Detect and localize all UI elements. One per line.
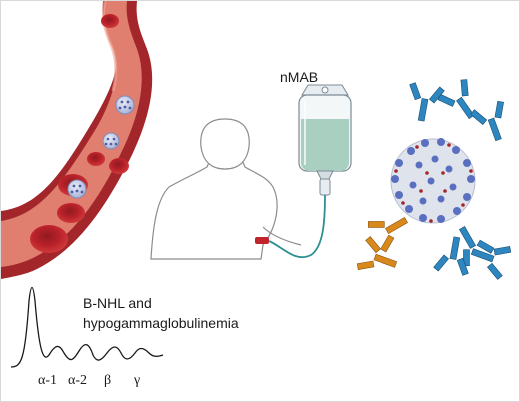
red-blood-cell-icon	[30, 14, 129, 253]
iv-tubing	[268, 194, 326, 258]
electrophoresis-trace	[10, 286, 164, 368]
condition-line-2: hypogammaglobulinemia	[83, 315, 239, 331]
iv-cannula-icon	[255, 237, 269, 244]
drug-label: nMAB	[280, 69, 319, 85]
antibody-icon	[356, 216, 408, 270]
condition-line-1: B-NHL and	[83, 295, 152, 311]
patient-figure-icon	[150, 118, 302, 260]
band-label-beta: β	[104, 373, 112, 388]
iv-bag-icon	[298, 84, 352, 196]
virion-icon	[67, 95, 135, 199]
band-label-alpha-2: α-2	[68, 373, 87, 388]
antibody-icon	[409, 79, 512, 280]
band-label-gamma: γ	[134, 373, 141, 388]
band-label-alpha-1: α-1	[38, 373, 57, 388]
blood-vessel-icon	[1, 1, 153, 279]
condition-label: B-NHL and hypogammaglobulinemia	[83, 293, 239, 333]
virion-icon	[390, 138, 476, 224]
